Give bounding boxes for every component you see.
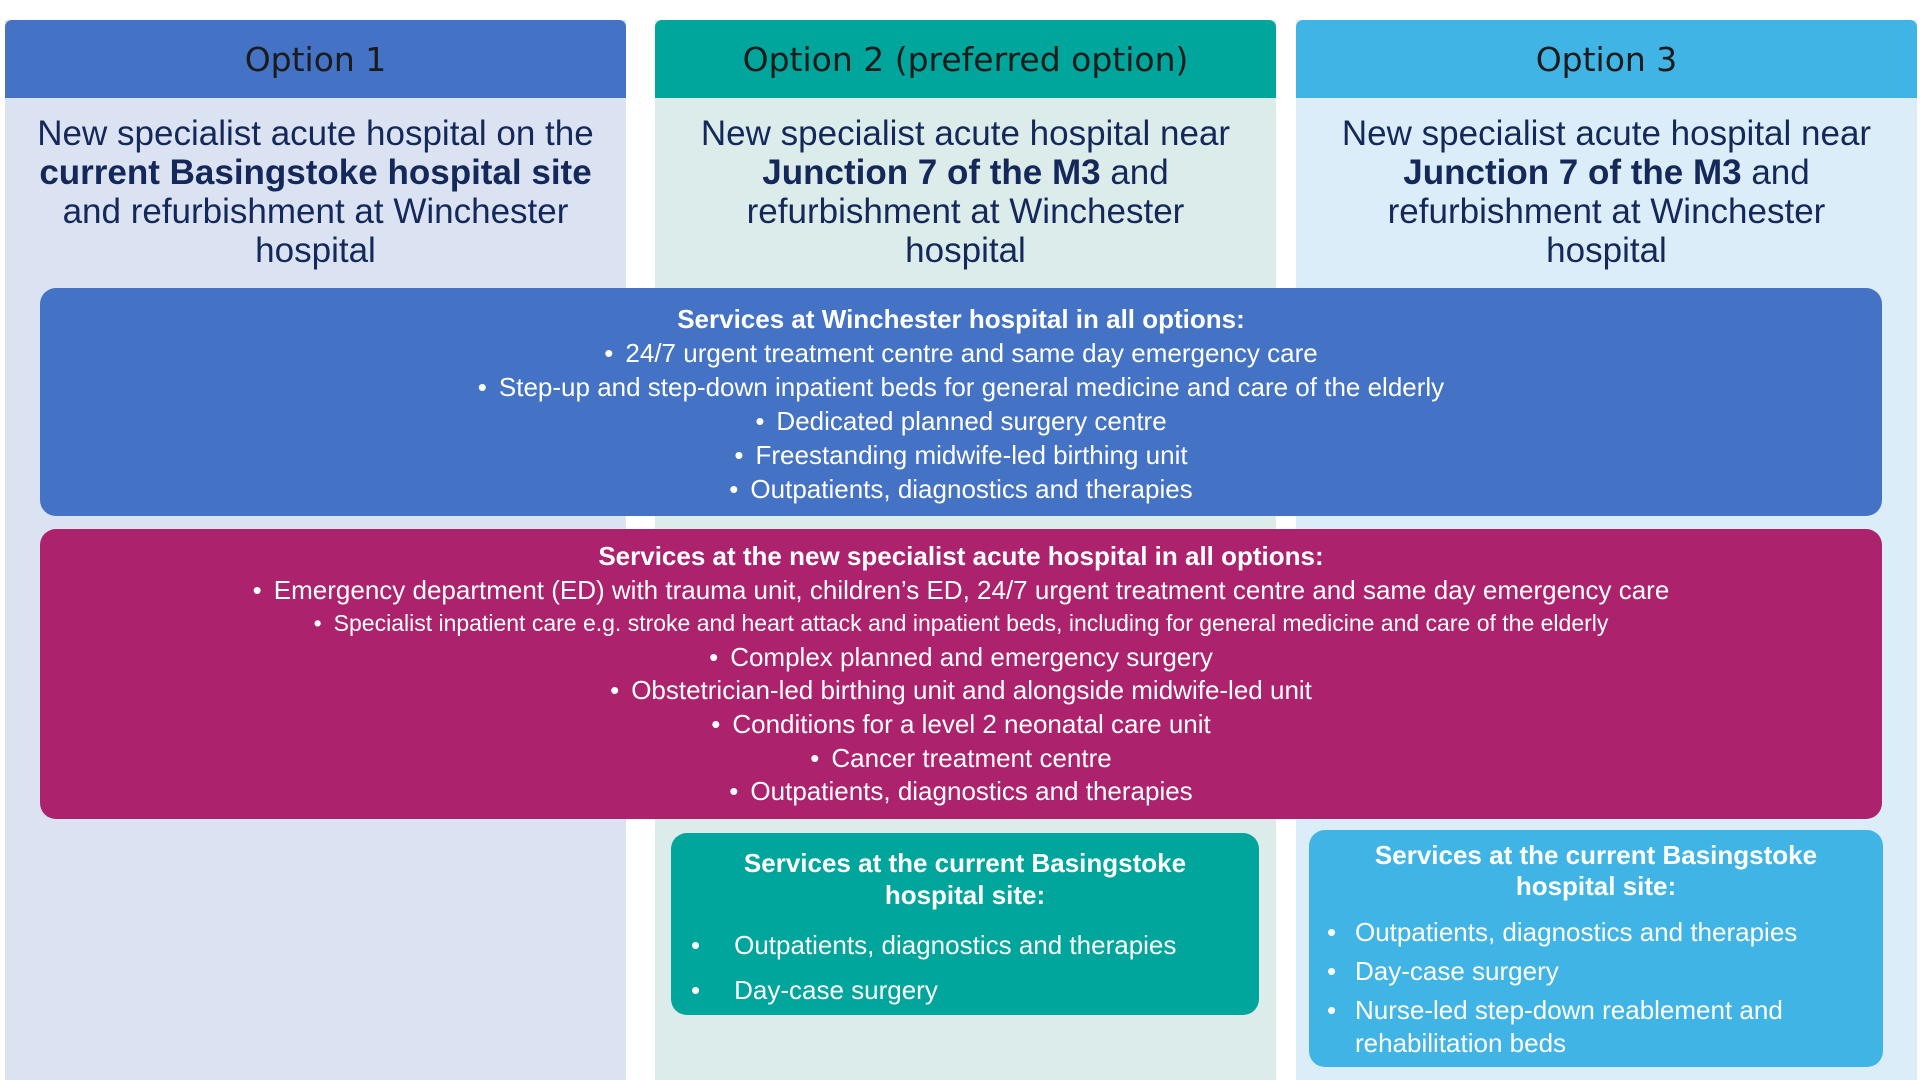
bullet-icon: • bbox=[709, 641, 719, 672]
list-item: •Outpatients, diagnostics and therapies bbox=[691, 923, 1259, 968]
option-3-header: Option 3 bbox=[1296, 20, 1917, 98]
bullet-icon: • bbox=[691, 975, 701, 1005]
description-text: New specialist acute hospital near bbox=[1341, 114, 1872, 153]
list-item: •Outpatients, diagnostics and therapies bbox=[729, 474, 1193, 504]
description-line: hospital bbox=[671, 231, 1260, 270]
description-line: New specialist acute hospital near bbox=[671, 114, 1260, 153]
list-item: •Cancer treatment centre bbox=[40, 742, 1882, 776]
description-line: and refurbishment at Winchester bbox=[21, 192, 610, 231]
bullet-icon: • bbox=[734, 440, 744, 470]
list-item: •Nurse-led step-down reablement and reha… bbox=[1327, 995, 1783, 1058]
bullet-icon: • bbox=[1327, 995, 1337, 1025]
list-item: •Freestanding midwife-led birthing unit bbox=[734, 440, 1188, 470]
description-line: New specialist acute hospital on the bbox=[21, 114, 610, 153]
acute-services-list: •Emergency department (ED) with trauma u… bbox=[40, 574, 1882, 809]
description-line: refurbishment at Winchester bbox=[671, 192, 1260, 231]
bullet-icon: • bbox=[604, 338, 614, 368]
list-item: •Obstetrician-led birthing unit and alon… bbox=[40, 674, 1882, 708]
list-item: •Outpatients, diagnostics and therapies bbox=[1327, 917, 1798, 947]
description-text: hospital bbox=[1546, 231, 1667, 270]
bullet-icon: • bbox=[1327, 956, 1337, 986]
description-text: and bbox=[1741, 153, 1810, 192]
bullet-icon: • bbox=[711, 708, 721, 739]
bullet-icon: • bbox=[477, 372, 487, 402]
list-item: •Outpatients, diagnostics and therapies bbox=[40, 775, 1882, 809]
bullet-icon: • bbox=[252, 574, 262, 605]
bullet-icon: • bbox=[729, 776, 739, 807]
description-text: and refurbishment at Winchester bbox=[62, 192, 569, 231]
basingstoke-site-panel-option-2: Services at the current Basingstoke hosp… bbox=[671, 833, 1259, 1015]
bullet-icon: • bbox=[810, 742, 820, 773]
list-item: •Conditions for a level 2 neonatal care … bbox=[40, 708, 1882, 742]
description-text: New specialist acute hospital on the bbox=[37, 114, 594, 153]
description-text: hospital bbox=[255, 231, 376, 270]
description-text: New specialist acute hospital near bbox=[700, 114, 1231, 153]
basingstoke-list-option-3: •Outpatients, diagnostics and therapies … bbox=[1309, 916, 1883, 1060]
list-item: •24/7 urgent treatment centre and same d… bbox=[604, 338, 1318, 368]
description-line: hospital bbox=[1312, 231, 1901, 270]
bullet-icon: • bbox=[1327, 917, 1337, 947]
bullet-icon: • bbox=[691, 930, 701, 960]
option-1-header: Option 1 bbox=[5, 20, 626, 98]
description-line: Junction 7 of the M3 and bbox=[1312, 153, 1901, 192]
description-line: Junction 7 of the M3 and bbox=[671, 153, 1260, 192]
description-line: refurbishment at Winchester bbox=[1312, 192, 1901, 231]
winchester-services-title: Services at Winchester hospital in all o… bbox=[677, 304, 1245, 334]
list-item: •Day-case surgery bbox=[691, 968, 1259, 1013]
list-item: •Day-case surgery bbox=[1327, 956, 1559, 986]
bullet-icon: • bbox=[729, 474, 739, 504]
acute-services-title: Services at the new specialist acute hos… bbox=[598, 541, 1324, 571]
acute-hospital-services-panel: Services at the new specialist acute hos… bbox=[40, 529, 1882, 819]
description-text: refurbishment at Winchester bbox=[1387, 192, 1826, 231]
list-item: •Dedicated planned surgery centre bbox=[755, 406, 1167, 436]
description-line: current Basingstoke hospital site bbox=[21, 153, 610, 192]
list-item: •Emergency department (ED) with trauma u… bbox=[40, 574, 1882, 608]
description-emphasis: Junction 7 of the M3 bbox=[762, 153, 1101, 192]
description-text: refurbishment at Winchester bbox=[746, 192, 1185, 231]
bullet-icon: • bbox=[610, 675, 620, 706]
winchester-services-list: •24/7 urgent treatment centre and same d… bbox=[40, 336, 1882, 506]
bullet-icon: • bbox=[755, 406, 765, 436]
description-line: hospital bbox=[21, 231, 610, 270]
description-line: New specialist acute hospital near bbox=[1312, 114, 1901, 153]
list-item: •Step-up and step-down inpatient beds fo… bbox=[477, 372, 1445, 402]
basingstoke-list-option-2: •Outpatients, diagnostics and therapies … bbox=[671, 923, 1259, 1013]
basingstoke-site-panel-option-3: Services at the current Basingstoke hosp… bbox=[1309, 830, 1883, 1067]
list-item: •Complex planned and emergency surgery bbox=[40, 641, 1882, 675]
option-2-header: Option 2 (preferred option) bbox=[655, 20, 1276, 98]
bullet-icon: • bbox=[313, 610, 322, 637]
winchester-services-panel: Services at Winchester hospital in all o… bbox=[40, 288, 1882, 516]
basingstoke-title-option-2: Services at the current Basingstoke hosp… bbox=[743, 848, 1187, 910]
description-text: hospital bbox=[905, 231, 1026, 270]
list-item: •Specialist inpatient care e.g. stroke a… bbox=[40, 607, 1882, 641]
description-emphasis: current Basingstoke hospital site bbox=[39, 153, 592, 192]
description-text: and bbox=[1100, 153, 1169, 192]
basingstoke-title-option-3: Services at the current Basingstoke hosp… bbox=[1374, 840, 1818, 901]
description-emphasis: Junction 7 of the M3 bbox=[1403, 153, 1742, 192]
